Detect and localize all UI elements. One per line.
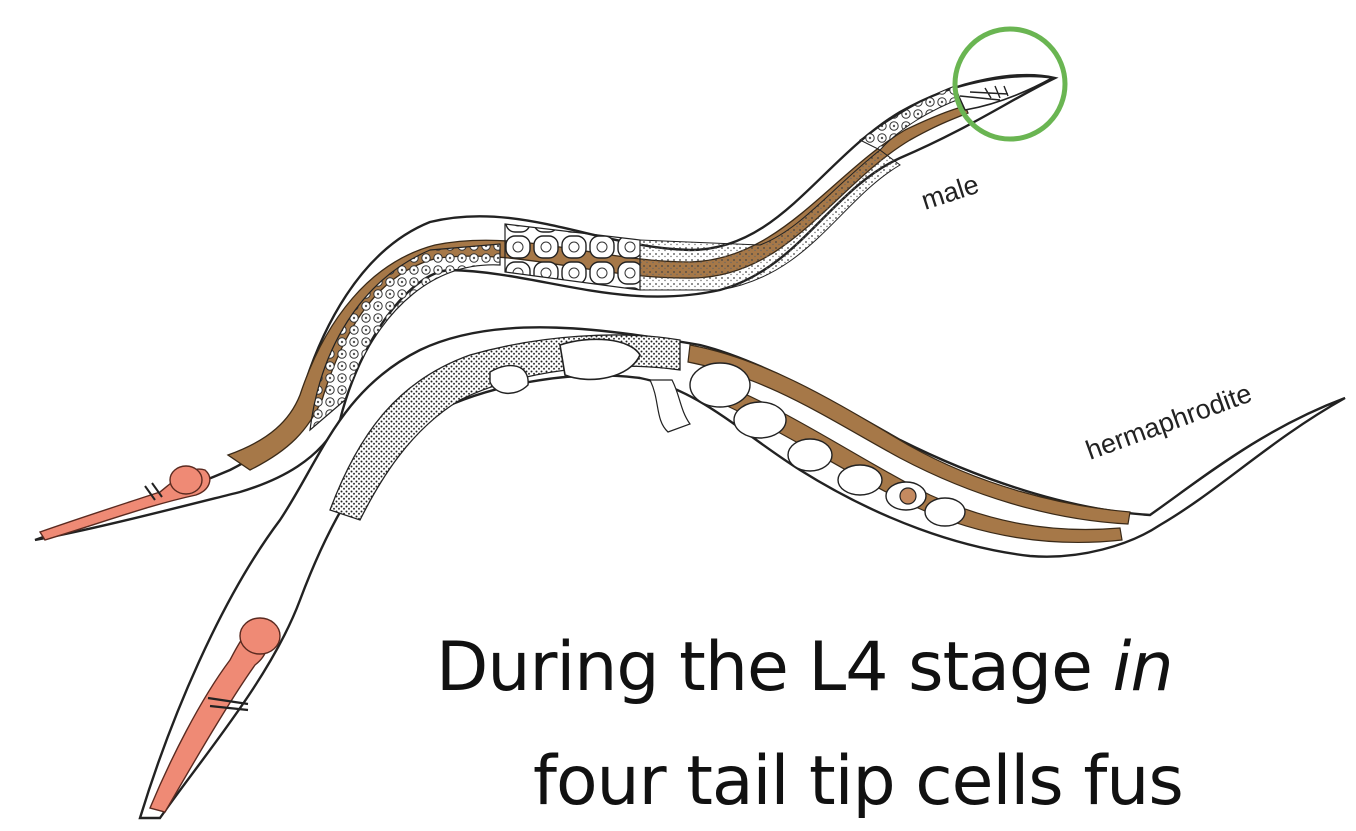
caption-line-2: four tail tip cells fus	[533, 742, 1183, 821]
label-hermaphrodite: hermaphrodite	[1082, 378, 1256, 466]
male-sperm	[640, 150, 900, 290]
label-male: male	[918, 169, 983, 216]
caption-line-1: During the L4 stage in	[436, 628, 1173, 707]
herm-eggs	[690, 363, 965, 526]
caption-line-1-italic: in	[1113, 628, 1173, 707]
male-spermatocytes	[505, 224, 640, 290]
caption-line-1-prefix: During the L4 stage	[436, 628, 1113, 707]
